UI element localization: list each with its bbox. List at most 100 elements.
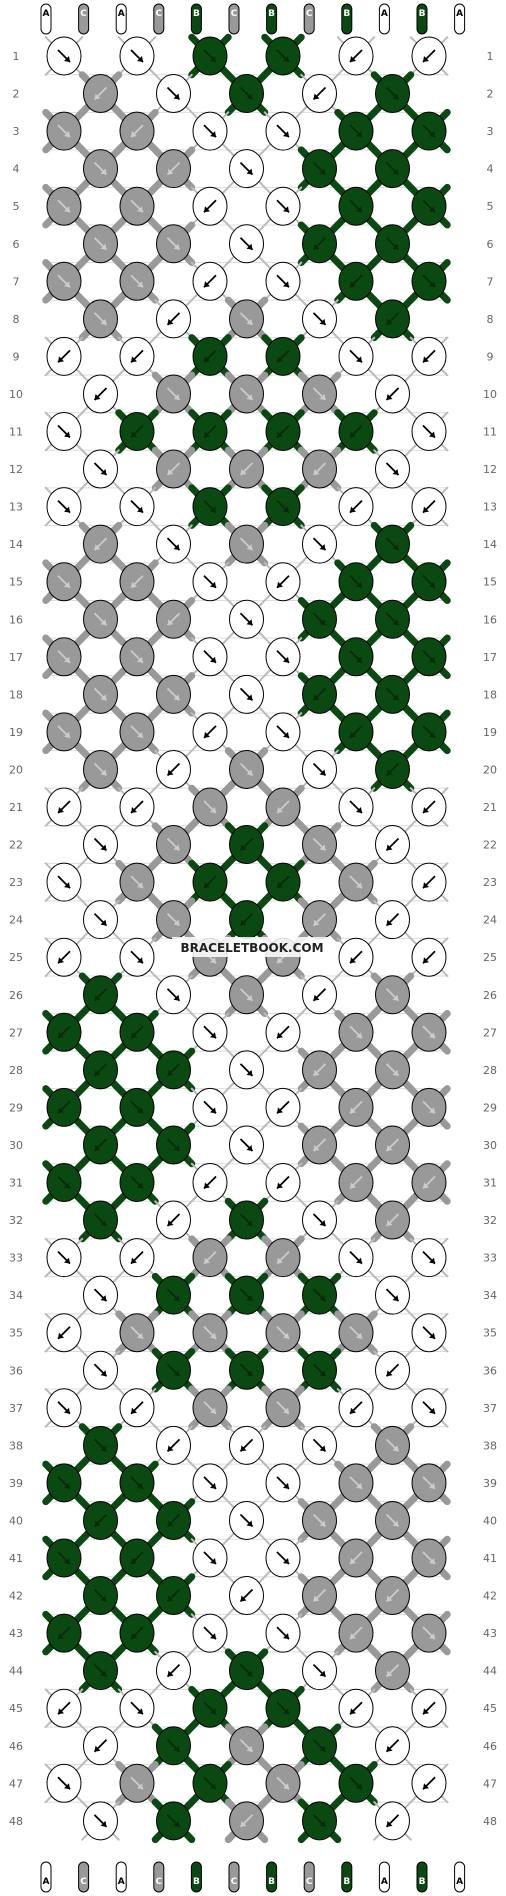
knot-arrowhead-icon	[210, 506, 216, 513]
knot-arrowhead-icon	[137, 882, 143, 889]
knot-arrowhead-icon	[423, 957, 429, 964]
knot-arrowhead-icon	[137, 731, 143, 738]
knot-arrowhead-icon	[64, 1482, 70, 1489]
knot-arrowhead-icon	[64, 581, 70, 588]
knot-arrowhead-icon	[386, 1144, 393, 1151]
row-number-left: 43	[9, 1627, 23, 1640]
knot-arrowhead-icon	[392, 1295, 399, 1302]
row-number-right: 10	[483, 388, 497, 401]
row-number-left: 32	[9, 1214, 23, 1227]
bottom-strand	[454, 1861, 466, 1893]
bottom-strand-label: B	[268, 1877, 275, 1887]
knot-arrowhead-icon	[210, 581, 216, 588]
bottom-strand	[153, 1861, 165, 1893]
row-number-left: 21	[9, 801, 23, 814]
knot-arrowhead-icon	[350, 731, 356, 738]
row-number-left: 13	[9, 501, 23, 514]
row-number-left: 40	[9, 1514, 23, 1527]
row-number-right: 47	[483, 1777, 497, 1790]
row-number-left: 11	[9, 426, 23, 439]
knot-arrowhead-icon	[350, 506, 356, 513]
bottom-strand-label: A	[118, 1877, 125, 1887]
knot-arrowhead-icon	[246, 93, 253, 100]
row-number-left: 17	[9, 651, 23, 664]
row-number-left: 18	[9, 688, 23, 701]
top-strand-label: A	[118, 9, 125, 19]
top-strand	[190, 3, 202, 35]
knot-arrowhead-icon	[356, 1257, 362, 1264]
row-number-right: 14	[483, 538, 497, 551]
knot-arrowhead-icon	[392, 1069, 399, 1076]
row-number-left: 27	[9, 1026, 23, 1039]
knot-arrowhead-icon	[131, 431, 137, 438]
knot-arrowhead-icon	[64, 1257, 70, 1264]
knot-arrowhead-icon	[386, 769, 393, 776]
knot-arrowhead-icon	[246, 168, 253, 175]
knot-arrowhead-icon	[137, 1708, 143, 1715]
knot-arrowhead-icon	[167, 1220, 174, 1227]
bottom-strand-label: B	[419, 1877, 426, 1887]
top-strand	[228, 3, 240, 35]
knot-arrowhead-icon	[240, 469, 247, 476]
top-strand	[78, 3, 90, 35]
bottom-strand-label: C	[306, 1877, 313, 1887]
knot-arrowhead-icon	[64, 1182, 70, 1189]
knot-arrowhead-icon	[100, 694, 107, 701]
knot-arrowhead-icon	[167, 1520, 174, 1527]
knot-arrowhead-icon	[173, 1745, 180, 1752]
row-number-right: 13	[483, 501, 497, 514]
knot-arrowhead-icon	[173, 544, 180, 551]
row-number-right: 7	[487, 275, 494, 288]
row-number-right: 40	[483, 1514, 497, 1527]
knot-arrowhead-icon	[386, 1670, 393, 1677]
knot-arrowhead-icon	[64, 731, 70, 738]
knot-arrowhead-icon	[137, 1182, 143, 1189]
knot-arrowhead-icon	[356, 656, 362, 663]
knot-arrowhead-icon	[350, 957, 356, 964]
knot-arrowhead-icon	[131, 356, 137, 363]
row-number-right: 15	[483, 576, 497, 589]
knot-arrowhead-icon	[204, 281, 210, 288]
knot-arrowhead-icon	[429, 1482, 435, 1489]
knot-arrowhead-icon	[277, 807, 283, 813]
knot-arrowhead-icon	[392, 243, 399, 250]
knot-arrowhead-icon	[392, 469, 399, 476]
row-number-left: 10	[9, 388, 23, 401]
knot-arrowhead-icon	[319, 844, 326, 851]
knot-arrowhead-icon	[100, 1295, 107, 1302]
knot-arrowhead-icon	[313, 469, 320, 476]
row-number-left: 23	[9, 876, 23, 889]
knot-arrowhead-icon	[173, 93, 180, 100]
watermark-text: BRACELETBOOK.COM	[180, 941, 323, 955]
row-number-left: 2	[13, 88, 20, 101]
knot-arrowhead-icon	[173, 1820, 180, 1827]
knot-arrowhead-icon	[313, 994, 320, 1001]
bottom-strand-label: C	[155, 1877, 162, 1887]
knot-arrowhead-icon	[423, 506, 429, 513]
row-number-left: 48	[9, 1815, 23, 1828]
knot-arrowhead-icon	[356, 131, 362, 138]
knot-arrowhead-icon	[350, 1182, 356, 1189]
knot-arrowhead-icon	[283, 506, 289, 513]
row-number-right: 12	[483, 463, 497, 476]
row-number-left: 15	[9, 576, 23, 589]
knot-arrowhead-icon	[131, 581, 137, 588]
knot-arrowhead-icon	[386, 393, 393, 400]
row-number-left: 8	[13, 313, 20, 326]
top-strand-label: C	[231, 9, 238, 19]
knot-arrowhead-icon	[94, 1520, 101, 1527]
row-number-right: 18	[483, 688, 497, 701]
row-number-left: 44	[9, 1665, 23, 1678]
knot-arrowhead-icon	[429, 1032, 435, 1039]
knot-arrowhead-icon	[64, 206, 70, 213]
row-number-left: 1	[13, 50, 20, 63]
top-strand	[266, 3, 278, 35]
top-strand-label: B	[419, 9, 426, 19]
row-number-right: 21	[483, 801, 497, 814]
knot-arrowhead-icon	[429, 581, 435, 588]
knot-arrowhead-icon	[210, 1783, 216, 1790]
knot-arrowhead-icon	[246, 318, 253, 325]
knot-arrowhead-icon	[137, 281, 143, 288]
knot-arrowhead-icon	[277, 581, 283, 588]
